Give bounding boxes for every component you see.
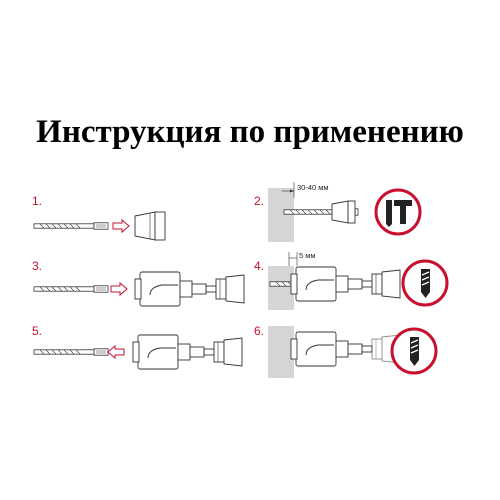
- drill-hammer-mode-icon: [374, 188, 422, 236]
- adapter-icon: [290, 331, 373, 367]
- adapter-icon: [132, 334, 215, 370]
- dimension-label-1: 30-40 мм: [297, 183, 329, 192]
- step-3: 3.: [32, 259, 245, 307]
- dimension-label-2: 5 мм: [299, 251, 316, 260]
- arrow-left-icon: [107, 345, 125, 359]
- page-title: Инструкция по применению: [36, 114, 464, 150]
- wall: [268, 326, 294, 378]
- drill-only-mode-icon: [401, 259, 449, 307]
- step-4: 4. 5 мм: [254, 251, 449, 310]
- step-number-3: 3.: [32, 259, 42, 273]
- step-6: 6.: [254, 324, 438, 378]
- drill-bit-icon: [33, 285, 109, 293]
- arrow-right-icon: [110, 282, 128, 296]
- adapter-icon: [290, 266, 373, 302]
- step-number-4: 4.: [254, 259, 264, 273]
- step-1: 1.: [32, 194, 166, 241]
- step-5: 5.: [32, 324, 243, 370]
- adapter-icon: [134, 271, 217, 307]
- step-number-6: 6.: [254, 324, 264, 338]
- chuck-icon: [331, 200, 356, 224]
- step-2: 2. 30-40 мм: [254, 182, 422, 242]
- drill-bit-icon: [33, 222, 109, 230]
- step-number-5: 5.: [32, 324, 42, 338]
- chuck-icon: [371, 269, 401, 299]
- drill-bit-icon: [33, 348, 109, 356]
- arrow-right-icon: [112, 219, 130, 233]
- chuck-icon: [134, 211, 166, 241]
- step-number-2: 2.: [254, 194, 264, 208]
- drill-only-mode-icon: [390, 327, 438, 375]
- wall: [268, 266, 294, 310]
- wall: [268, 188, 294, 242]
- step-number-1: 1.: [32, 194, 42, 208]
- chuck-icon: [215, 274, 245, 304]
- dimension-marker: 5 мм: [288, 251, 316, 266]
- chuck-icon: [213, 337, 243, 367]
- dimension-marker: 30-40 мм: [282, 182, 329, 198]
